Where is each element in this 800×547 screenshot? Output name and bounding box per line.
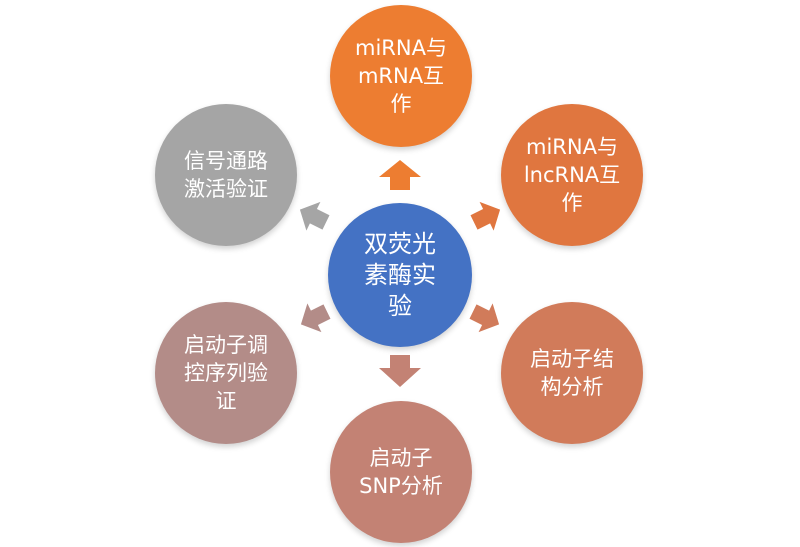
node-promoter-snp: 启动子 SNP分析 [330, 401, 472, 543]
arrow-to-upper-right [470, 201, 501, 231]
center-node-dual-luciferase: 双荧光 素酶实 验 [328, 203, 472, 347]
node-mirna-lncrna-label: miRNA与 lncRNA互 作 [523, 135, 621, 215]
center-node-label: 双荧光 素酶实 验 [364, 229, 436, 320]
node-promoter-regulatory-label: 启动子调 控序列验 证 [184, 333, 268, 413]
node-mirna-lncrna: miRNA与 lncRNA互 作 [501, 104, 643, 246]
node-promoter-snp-label: 启动子 SNP分析 [359, 446, 443, 498]
node-mirna-mrna-label: miRNA与 mRNA互 作 [355, 36, 447, 116]
arrow-to-bottom [379, 355, 421, 387]
node-signaling-pathway-label: 信号通路 激活验证 [184, 149, 268, 201]
node-promoter-regulatory: 启动子调 控序列验 证 [155, 302, 297, 444]
node-promoter-structure: 启动子结 构分析 [501, 302, 643, 444]
arrow-to-upper-left [299, 201, 330, 231]
arrow-to-top [379, 160, 421, 190]
arrow-to-lower-left [300, 303, 331, 333]
arrow-to-lower-right [469, 303, 500, 333]
node-signaling-pathway: 信号通路 激活验证 [155, 104, 297, 246]
node-mirna-mrna: miRNA与 mRNA互 作 [330, 5, 472, 147]
node-promoter-structure-label: 启动子结 构分析 [530, 347, 614, 399]
